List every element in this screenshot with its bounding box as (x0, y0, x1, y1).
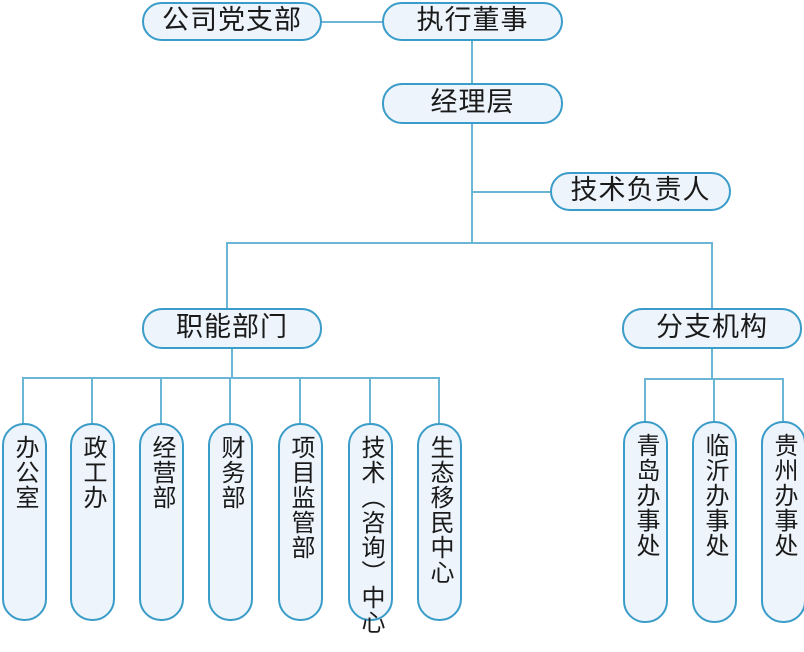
node-technical-director[interactable]: 技术负责人 (550, 172, 731, 211)
node-office-linyi[interactable]: 临沂办事处 (692, 421, 737, 623)
node-label: 临沂办事处 (700, 433, 729, 558)
node-management-level[interactable]: 经理层 (382, 83, 563, 124)
node-label: 政工办 (78, 435, 107, 510)
node-label: 分支机构 (656, 312, 768, 343)
node-department-ecological-migration-center[interactable]: 生态移民中心 (417, 423, 462, 621)
node-label: 经理层 (430, 87, 515, 118)
node-label: 职能部门 (176, 312, 288, 343)
node-department-technical-consulting-center[interactable]: 技术（咨询）中心 (348, 423, 393, 635)
node-label: 经营部 (147, 435, 176, 510)
node-office-qingdao[interactable]: 青岛办事处 (623, 421, 668, 623)
node-executive-director[interactable]: 执行董事 (382, 2, 563, 41)
node-label: 贵州办事处 (769, 433, 798, 558)
node-branch-institutions[interactable]: 分支机构 (622, 308, 802, 349)
node-label: 技术（咨询）中心 (356, 435, 385, 635)
node-label: 生态移民中心 (425, 435, 454, 585)
node-label: 青岛办事处 (631, 433, 660, 558)
node-department-project-supervision[interactable]: 项目监管部 (278, 423, 323, 621)
node-department-political-work[interactable]: 政工办 (70, 423, 115, 621)
node-label: 财务部 (216, 435, 245, 510)
node-office-guizhou[interactable]: 贵州办事处 (761, 421, 804, 623)
node-department-operations[interactable]: 经营部 (139, 423, 184, 621)
node-party-branch[interactable]: 公司党支部 (142, 2, 322, 41)
node-label: 技术负责人 (570, 175, 711, 206)
node-label: 项目监管部 (286, 435, 315, 560)
node-department-finance[interactable]: 财务部 (208, 423, 253, 621)
node-label: 办公室 (10, 435, 39, 510)
node-functional-departments[interactable]: 职能部门 (142, 308, 322, 349)
node-label: 公司党支部 (162, 5, 302, 36)
node-label: 执行董事 (416, 5, 529, 36)
node-department-office[interactable]: 办公室 (2, 423, 47, 621)
